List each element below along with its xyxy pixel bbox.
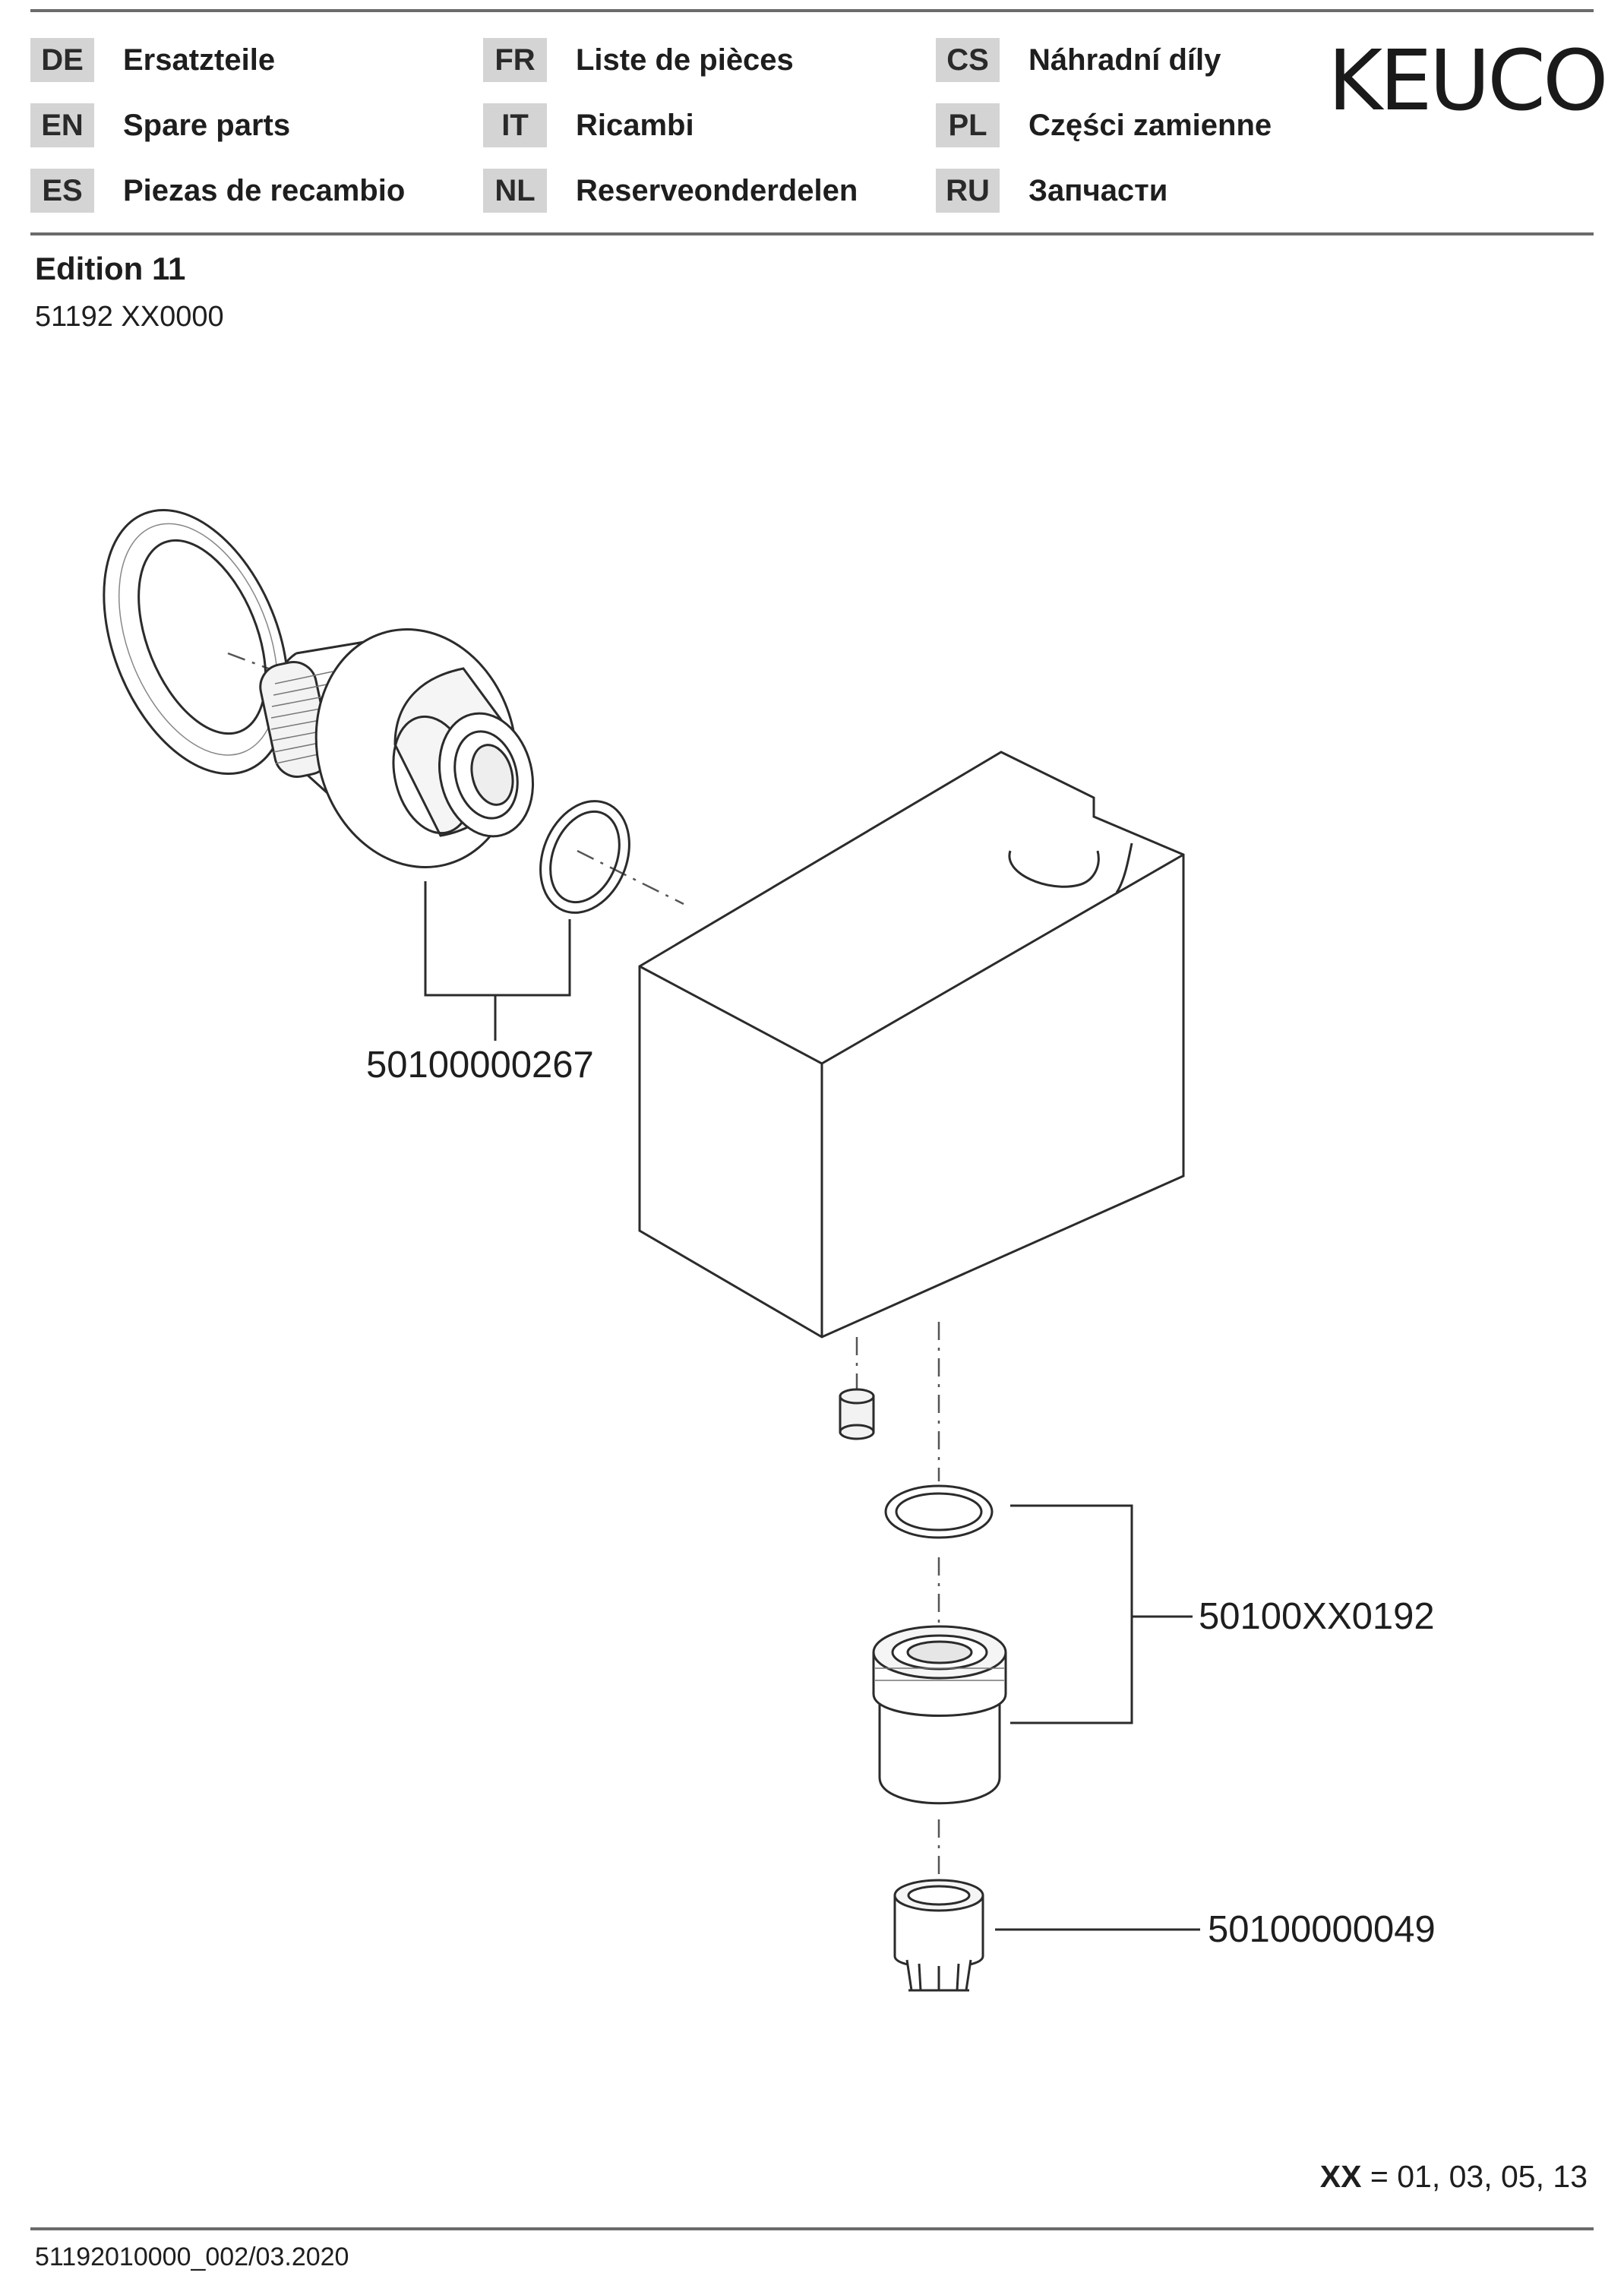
- o-ring-small: [539, 800, 630, 914]
- language-item-en: EN Spare parts: [30, 103, 290, 147]
- language-label: Liste de pièces: [576, 43, 794, 77]
- article-number: 51192 XX0000: [35, 301, 224, 333]
- product-edition: Edition 11: [35, 251, 186, 286]
- language-item-cs: CS Náhradní díly: [936, 38, 1221, 82]
- variant-values: = 01, 03, 05, 13: [1370, 2159, 1588, 2194]
- variant-legend: XX = 01, 03, 05, 13: [1320, 2159, 1588, 2195]
- language-label: Náhradní díly: [1028, 43, 1221, 77]
- language-item-es: ES Piezas de recambio: [30, 169, 405, 213]
- language-item-ru: RU Запчасти: [936, 169, 1167, 213]
- document-number: 51192010000_002/03.2020: [35, 2243, 349, 2271]
- language-label: Spare parts: [123, 108, 291, 142]
- language-code: CS: [936, 38, 1000, 82]
- language-code: IT: [483, 103, 547, 147]
- language-code: PL: [936, 103, 1000, 147]
- footer-rule: [30, 2227, 1594, 2230]
- language-item-fr: FR Liste de pièces: [483, 38, 794, 82]
- wall-holder-block: [638, 751, 1185, 1339]
- language-label: Reserveonderdelen: [576, 173, 858, 207]
- language-label: Piezas de recambio: [123, 173, 406, 207]
- header-bottom-rule: [30, 232, 1594, 235]
- language-label: Запчасти: [1028, 173, 1168, 207]
- o-ring-lower: [884, 1484, 994, 1539]
- language-code: ES: [30, 169, 94, 213]
- keuco-logo: KEUCO: [1328, 32, 1609, 129]
- language-label: Części zamienne: [1028, 108, 1272, 142]
- top-rule: [30, 9, 1594, 12]
- language-item-de: DE Ersatzteile: [30, 38, 275, 82]
- language-item-it: IT Ricambi: [483, 103, 694, 147]
- variant-code: XX: [1319, 2159, 1362, 2194]
- language-code: DE: [30, 38, 94, 82]
- bracket-50100XX0192: [1010, 1504, 1193, 1724]
- language-label: Ricambi: [576, 108, 694, 142]
- check-valve: [893, 1879, 984, 1992]
- language-label: Ersatzteile: [123, 43, 276, 77]
- language-code: EN: [30, 103, 94, 147]
- language-code: FR: [483, 38, 547, 82]
- rosette-ring: [103, 508, 289, 776]
- grub-screw: [839, 1388, 875, 1440]
- threaded-connector: [259, 628, 535, 868]
- part-number-label: 50100000267: [366, 1045, 594, 1086]
- bracket-50100000267: [424, 881, 571, 1041]
- hose-connection-insert: [872, 1625, 1007, 1805]
- part-number-label: 50100XX0192: [1199, 1596, 1435, 1637]
- language-item-nl: NL Reserveonderdelen: [483, 169, 858, 213]
- language-item-pl: PL Części zamienne: [936, 103, 1272, 147]
- part-number-label: 50100000049: [1208, 1909, 1436, 1950]
- language-code: NL: [483, 169, 547, 213]
- language-code: RU: [936, 169, 1000, 213]
